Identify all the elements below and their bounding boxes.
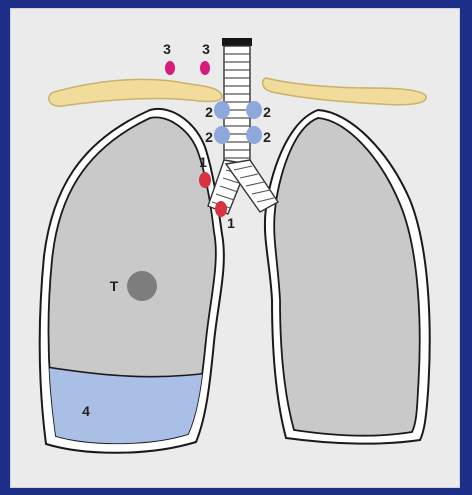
label-node-2-right-lower: 2 xyxy=(263,129,271,145)
label-node-1-lower: 1 xyxy=(227,215,235,231)
label-node-3-right: 3 xyxy=(202,41,210,57)
lymph-node-2-right-lower xyxy=(246,126,262,144)
lymph-node-3-right xyxy=(200,61,210,75)
label-node-1-upper: 1 xyxy=(199,154,207,170)
lymph-node-3-left xyxy=(165,61,175,75)
label-node-2-left-upper: 2 xyxy=(205,104,213,120)
label-effusion: 4 xyxy=(82,403,90,419)
lymph-node-1-upper xyxy=(199,172,211,188)
trachea xyxy=(222,38,252,164)
label-node-3-left: 3 xyxy=(163,41,171,57)
lymph-node-1-lower xyxy=(215,201,227,217)
lymph-node-2-left-upper xyxy=(214,101,230,119)
right-lung xyxy=(274,118,420,436)
right-clavicle xyxy=(263,78,427,105)
left-clavicle xyxy=(49,79,222,106)
tumor xyxy=(127,271,157,301)
lymph-node-2-left-lower xyxy=(214,126,230,144)
label-node-2-right-upper: 2 xyxy=(263,104,271,120)
label-tumor: T xyxy=(110,278,119,294)
lymph-node-2-right-upper xyxy=(246,101,262,119)
label-node-2-left-lower: 2 xyxy=(205,129,213,145)
